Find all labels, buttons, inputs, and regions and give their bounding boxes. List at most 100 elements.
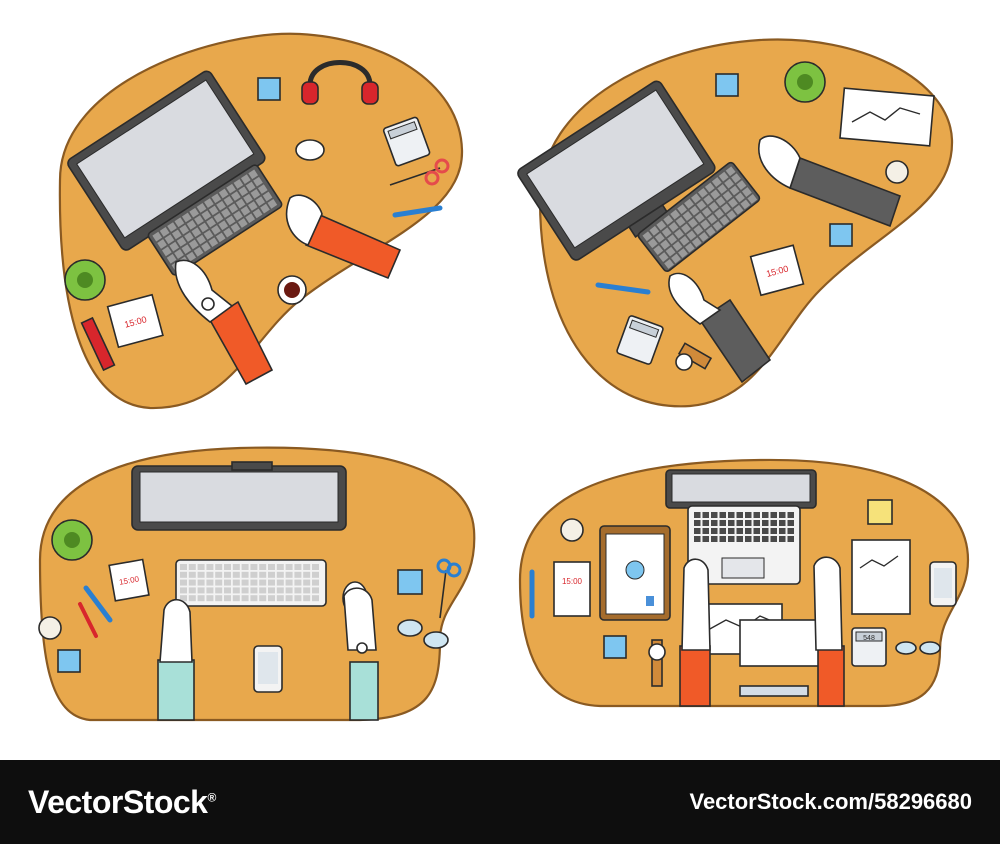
calculator-icon bbox=[616, 315, 664, 365]
tape-icon bbox=[38, 616, 62, 640]
keyboard-key bbox=[245, 181, 256, 192]
keyboard bbox=[175, 559, 327, 607]
keyboard-key bbox=[169, 241, 180, 252]
keyboard-key bbox=[656, 220, 667, 231]
keyboard-key bbox=[215, 579, 223, 586]
brand-logo[interactable]: VectorStock® bbox=[28, 784, 216, 821]
plant-icon bbox=[64, 259, 106, 301]
keyboard-key bbox=[664, 259, 674, 269]
keyboard-key bbox=[753, 528, 760, 534]
keyboard-key bbox=[312, 571, 319, 578]
tape-icon bbox=[560, 518, 584, 542]
keyboard-key bbox=[206, 217, 216, 228]
desk-scene-bottom-right: 15:00 548 bbox=[518, 458, 970, 708]
keyboard-key bbox=[303, 579, 311, 586]
desk-scene-top-right: 15:00 bbox=[517, 38, 954, 408]
keyboard-key bbox=[707, 214, 718, 225]
keyboard-key bbox=[186, 251, 197, 262]
keyboard-key bbox=[770, 512, 777, 518]
keyboard-key bbox=[208, 237, 219, 248]
keyboard-key bbox=[712, 221, 723, 231]
keyboard-key bbox=[698, 231, 709, 242]
keyboard-key bbox=[230, 191, 241, 201]
sticky-note-icon bbox=[257, 77, 281, 101]
keyboard-key bbox=[753, 520, 760, 526]
keyboard-key bbox=[152, 231, 163, 242]
image-id-link[interactable]: VectorStock.com/58296680 bbox=[689, 789, 972, 814]
keyboard-key bbox=[235, 198, 246, 209]
sleeve-right bbox=[349, 661, 379, 721]
keyboard-key bbox=[197, 595, 205, 602]
calculator-display: 548 bbox=[863, 635, 875, 642]
keyboard-key bbox=[211, 193, 222, 204]
keyboard-key bbox=[647, 238, 658, 249]
keyboard-key bbox=[684, 198, 694, 209]
keyboard-key bbox=[206, 564, 214, 570]
hand-right bbox=[813, 556, 843, 651]
keyboard-key bbox=[250, 595, 258, 602]
keyboard-key bbox=[285, 564, 293, 570]
keyboard-key bbox=[762, 528, 769, 534]
keyboard-key bbox=[250, 587, 258, 594]
keyboard-key bbox=[745, 520, 752, 526]
pencil-icon bbox=[78, 602, 98, 638]
keyboard-key bbox=[276, 595, 284, 602]
keyboard-key bbox=[719, 512, 726, 518]
keyboard-key bbox=[206, 587, 214, 594]
keyboard-key bbox=[294, 579, 302, 586]
keyboard-key bbox=[728, 197, 738, 208]
keyboard-key bbox=[705, 226, 716, 237]
keyboard-key bbox=[736, 520, 743, 526]
notebook-note: 15:00 bbox=[118, 574, 140, 586]
sleeve-left bbox=[698, 298, 772, 384]
keyboard-key bbox=[233, 179, 244, 189]
keyboard-key bbox=[197, 564, 205, 570]
keyboard-key bbox=[708, 201, 719, 212]
keyboard-key bbox=[731, 173, 741, 184]
sticky-note-icon bbox=[57, 649, 81, 673]
keyboard-key bbox=[658, 252, 669, 262]
keyboard-key bbox=[196, 234, 206, 245]
scissors-icon bbox=[389, 158, 450, 186]
keyboard-key bbox=[206, 571, 214, 578]
keyboard-key bbox=[250, 579, 258, 586]
keyboard-key bbox=[184, 232, 194, 242]
ruler-icon bbox=[739, 685, 809, 697]
keyboard-key bbox=[691, 193, 701, 204]
tape-icon bbox=[885, 160, 909, 184]
keyboard-key bbox=[197, 579, 205, 586]
keyboard-key bbox=[733, 204, 744, 215]
keyboard-key bbox=[188, 571, 196, 578]
keyboard-key bbox=[654, 232, 665, 243]
footer-bar: VectorStock® VectorStock.com/58296680 bbox=[0, 760, 1000, 844]
keyboard-key bbox=[241, 571, 249, 578]
keyboard-key bbox=[753, 512, 760, 518]
keyboard-key bbox=[753, 536, 760, 542]
keyboard-key bbox=[250, 571, 258, 578]
keyboard-key bbox=[681, 223, 691, 234]
keyboard-key bbox=[241, 595, 249, 602]
keyboard-key bbox=[259, 564, 267, 570]
keyboard-key bbox=[702, 536, 709, 542]
keyboard-key bbox=[255, 196, 266, 207]
keyboard-key bbox=[702, 512, 709, 518]
keyboard-key bbox=[779, 536, 786, 542]
keyboard-key bbox=[240, 174, 251, 184]
keyboard-key bbox=[174, 249, 184, 259]
keyboard-key bbox=[745, 512, 752, 518]
ruler-icon bbox=[80, 316, 116, 372]
keyboard-key bbox=[201, 242, 211, 252]
sticky-note-icon bbox=[603, 635, 627, 659]
keyboard-key bbox=[312, 587, 319, 594]
keyboard-key bbox=[660, 239, 671, 250]
keyboard-key bbox=[223, 227, 233, 238]
keyboard-key bbox=[745, 528, 752, 534]
notebook-icon: 15:00 bbox=[106, 293, 164, 349]
keyboard-key bbox=[224, 579, 231, 586]
keyboard-key bbox=[710, 189, 721, 200]
keyboard-key bbox=[181, 212, 192, 223]
sleeve-right bbox=[817, 645, 845, 707]
keyboard-key bbox=[770, 520, 777, 526]
keyboard-key bbox=[232, 587, 240, 594]
keyboard-key bbox=[276, 579, 284, 586]
